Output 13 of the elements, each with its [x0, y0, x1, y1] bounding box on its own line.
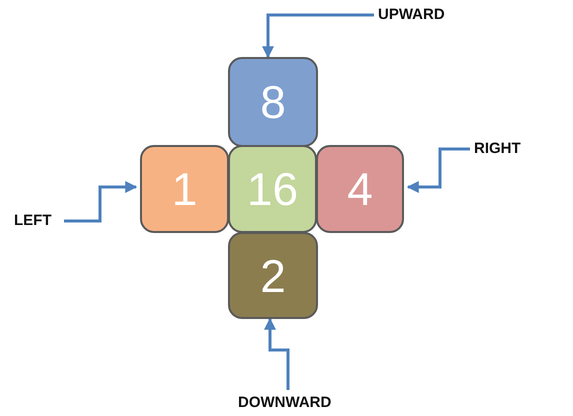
arrow	[406, 148, 470, 193]
direction-label: LEFT	[14, 212, 52, 230]
arrow	[264, 318, 290, 390]
number-tile: 2	[228, 232, 318, 319]
direction-label: RIGHT	[474, 140, 521, 158]
direction-label: UPWARD	[378, 6, 445, 24]
arrow	[262, 14, 374, 58]
number-tile: 4	[316, 145, 404, 233]
number-tile: 1	[140, 145, 229, 233]
number-tile: 8	[228, 57, 318, 147]
arrow	[64, 181, 138, 222]
direction-label: DOWNWARD	[238, 394, 332, 412]
number-tile: 16	[228, 145, 317, 233]
